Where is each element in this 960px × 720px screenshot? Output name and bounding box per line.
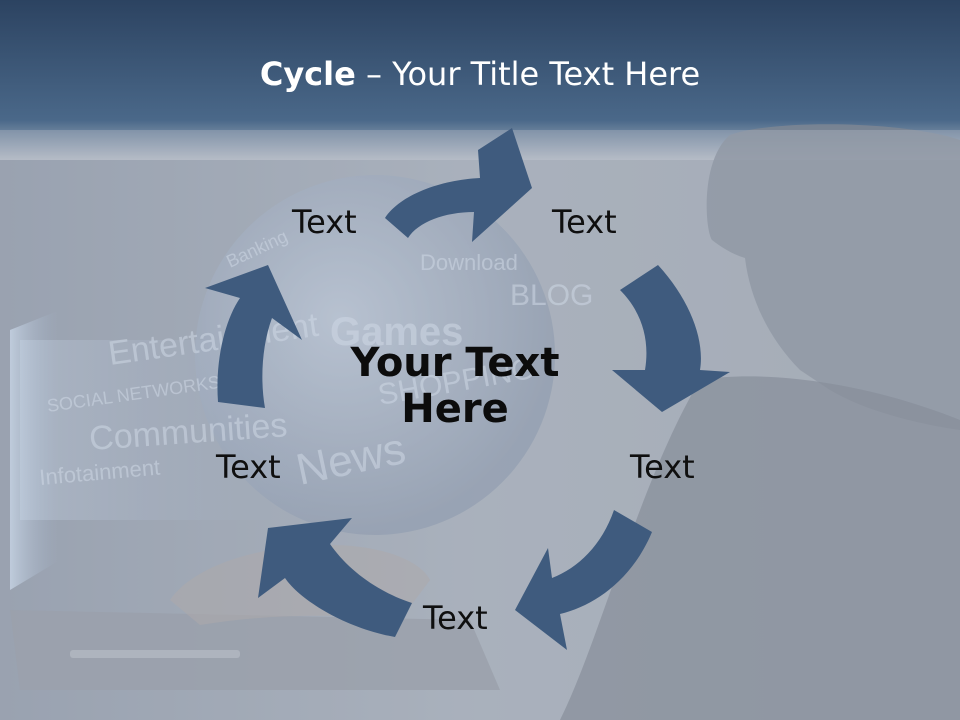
cycle-arrow-2 (612, 265, 730, 412)
title-rest: – Your Title Text Here (355, 55, 701, 93)
cycle-arrow-5 (205, 265, 302, 408)
cycle-arrow-4 (258, 518, 412, 637)
slide-title: Cycle – Your Title Text Here (0, 52, 960, 96)
center-text: Your Text Here (350, 340, 560, 432)
cycle-label-bottom: Text (423, 599, 488, 637)
cycle-arrow-1 (385, 128, 532, 242)
bg-word-blog: BLOG (510, 279, 593, 312)
cycle-label-top-right: Text (552, 203, 617, 241)
cycle-label-left: Text (216, 448, 281, 486)
bg-word-games: Games (330, 310, 463, 354)
cycle-arrow-3 (515, 510, 652, 650)
title-strong: Cycle (259, 55, 356, 93)
cycle-label-right: Text (630, 448, 695, 486)
bg-word-download: Download (420, 250, 518, 275)
cycle-label-top-left: Text (292, 203, 357, 241)
